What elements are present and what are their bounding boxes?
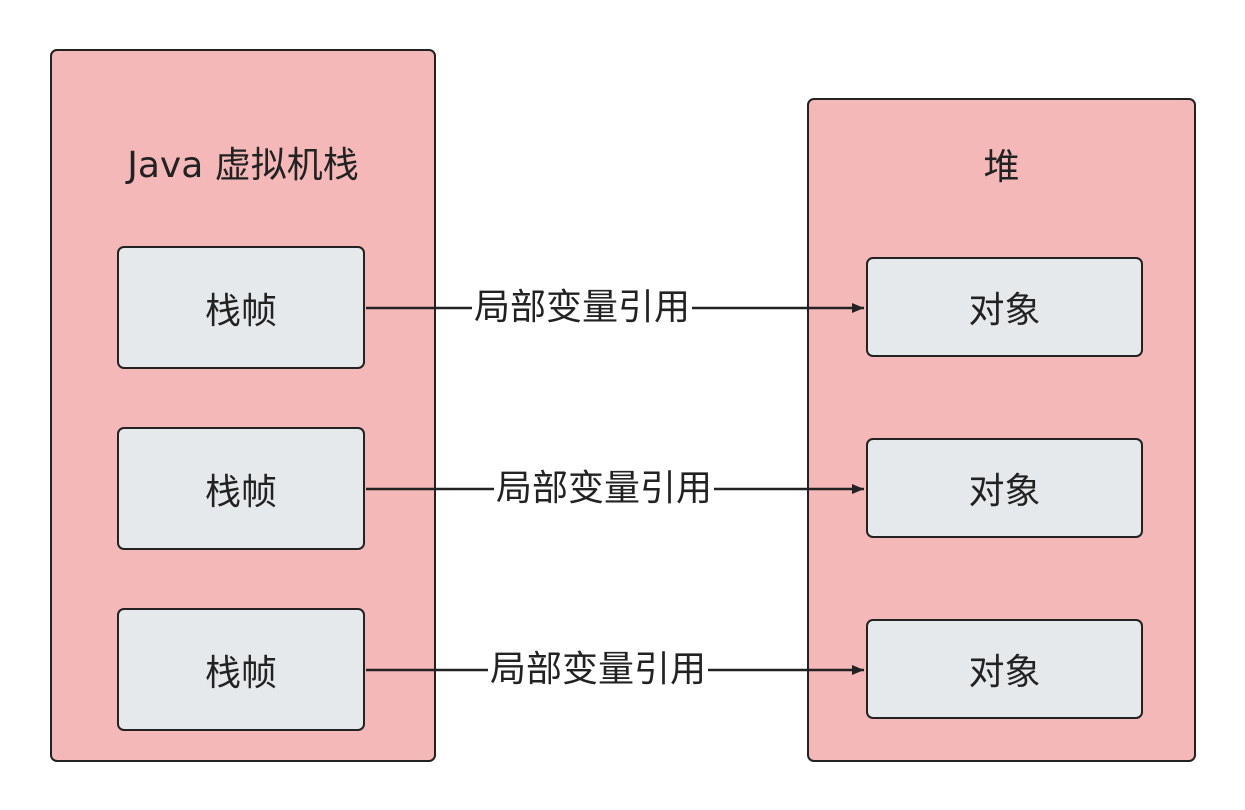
edge-label-3: 局部变量引用	[488, 649, 709, 690]
heap-object-3: 对象	[866, 619, 1143, 719]
heap-title: 堆	[983, 147, 1020, 188]
stack-frame-3: 栈帧	[117, 608, 365, 731]
edge-label-1: 局部变量引用	[472, 287, 693, 328]
edge-label-2: 局部变量引用	[494, 468, 715, 509]
stack-frame-2: 栈帧	[117, 427, 365, 550]
heap-object-1: 对象	[866, 257, 1143, 357]
jvm-stack-title: Java 虚拟机栈	[127, 145, 359, 186]
heap-object-2: 对象	[866, 438, 1143, 538]
stack-frame-1: 栈帧	[117, 246, 365, 369]
